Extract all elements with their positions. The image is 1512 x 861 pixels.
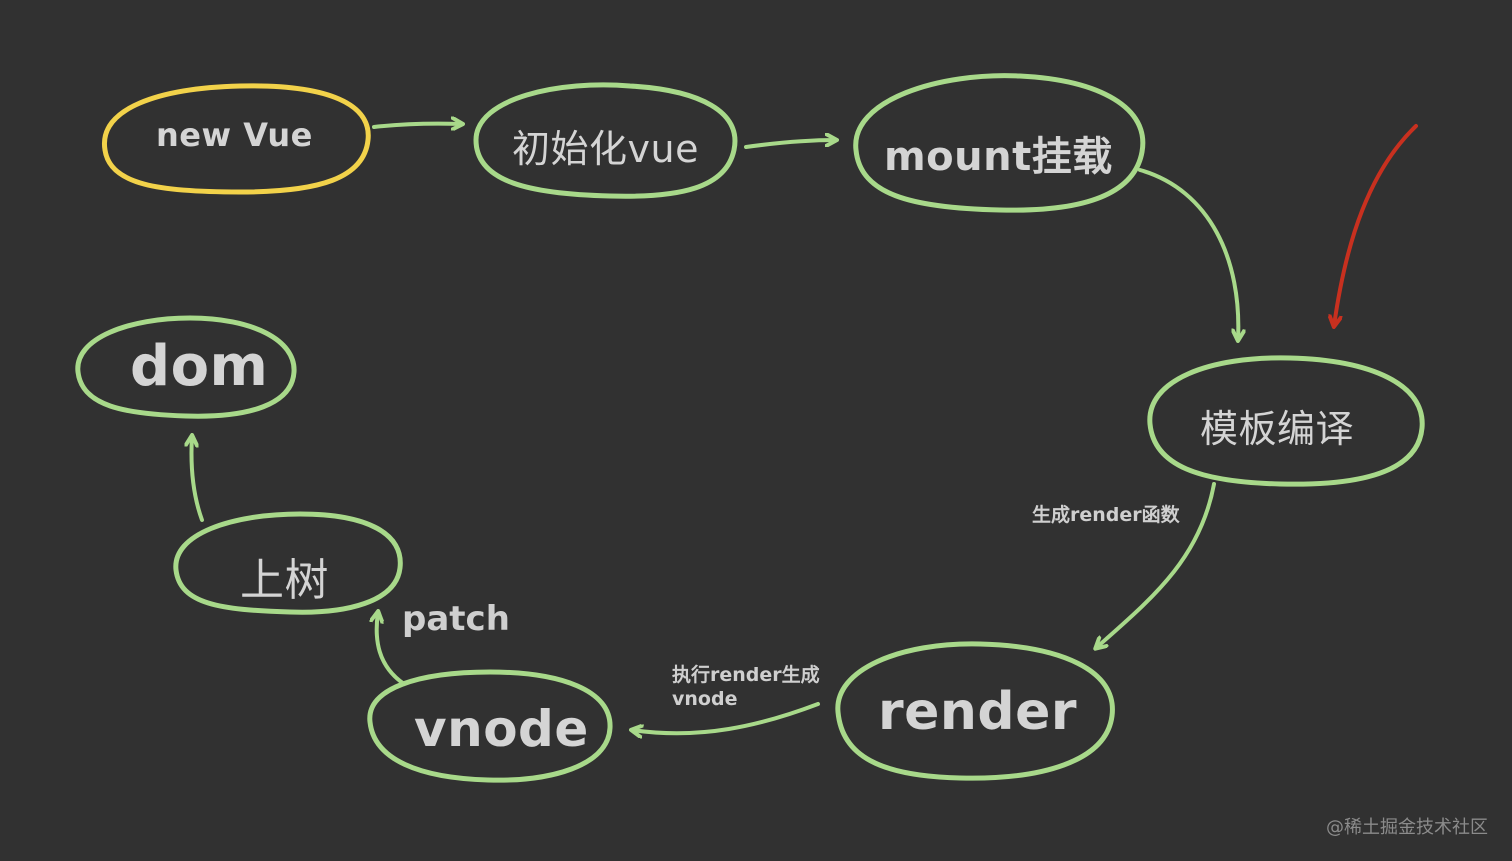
node-up-tree: 上树 bbox=[240, 555, 329, 606]
highlight-arrow bbox=[1334, 124, 1418, 326]
node-dom-outline bbox=[75, 315, 297, 419]
node-new-vue-outline bbox=[102, 83, 371, 195]
edge-label-generate-render-fn: 生成render函数 bbox=[1032, 504, 1180, 526]
edge-label-exec-render-line2: vnode bbox=[672, 688, 738, 710]
arrow-mount-to-template bbox=[1138, 168, 1238, 340]
node-dom: dom bbox=[130, 334, 269, 399]
node-up-tree-outline bbox=[173, 511, 403, 615]
watermark: @稀土掘金技术社区 bbox=[1326, 817, 1488, 838]
node-template-compile-outline bbox=[1147, 355, 1425, 487]
node-init-vue: 初始化vue bbox=[512, 127, 699, 171]
edge-label-exec-render-line1: 执行render生成 bbox=[672, 664, 820, 686]
node-template-compile: 模板编译 bbox=[1200, 407, 1355, 451]
node-init-vue-outline bbox=[473, 82, 738, 199]
arrow-uptree-to-dom bbox=[191, 436, 204, 522]
arrow-vnode-to-uptree bbox=[377, 612, 406, 686]
arrow-init-to-mount bbox=[744, 140, 836, 149]
arrow-render-to-vnode bbox=[632, 702, 820, 733]
node-vnode: vnode bbox=[414, 700, 589, 758]
arrow-template-to-render bbox=[1096, 482, 1216, 648]
node-mount: mount挂载 bbox=[884, 134, 1113, 180]
node-vnode-outline bbox=[367, 669, 613, 783]
node-render-outline bbox=[835, 641, 1115, 781]
node-new-vue: new Vue bbox=[156, 116, 313, 154]
node-render: render bbox=[878, 682, 1078, 742]
node-mount-outline bbox=[853, 73, 1146, 213]
arrow-newvue-to-init bbox=[372, 124, 462, 127]
edge-label-patch: patch bbox=[402, 599, 510, 639]
